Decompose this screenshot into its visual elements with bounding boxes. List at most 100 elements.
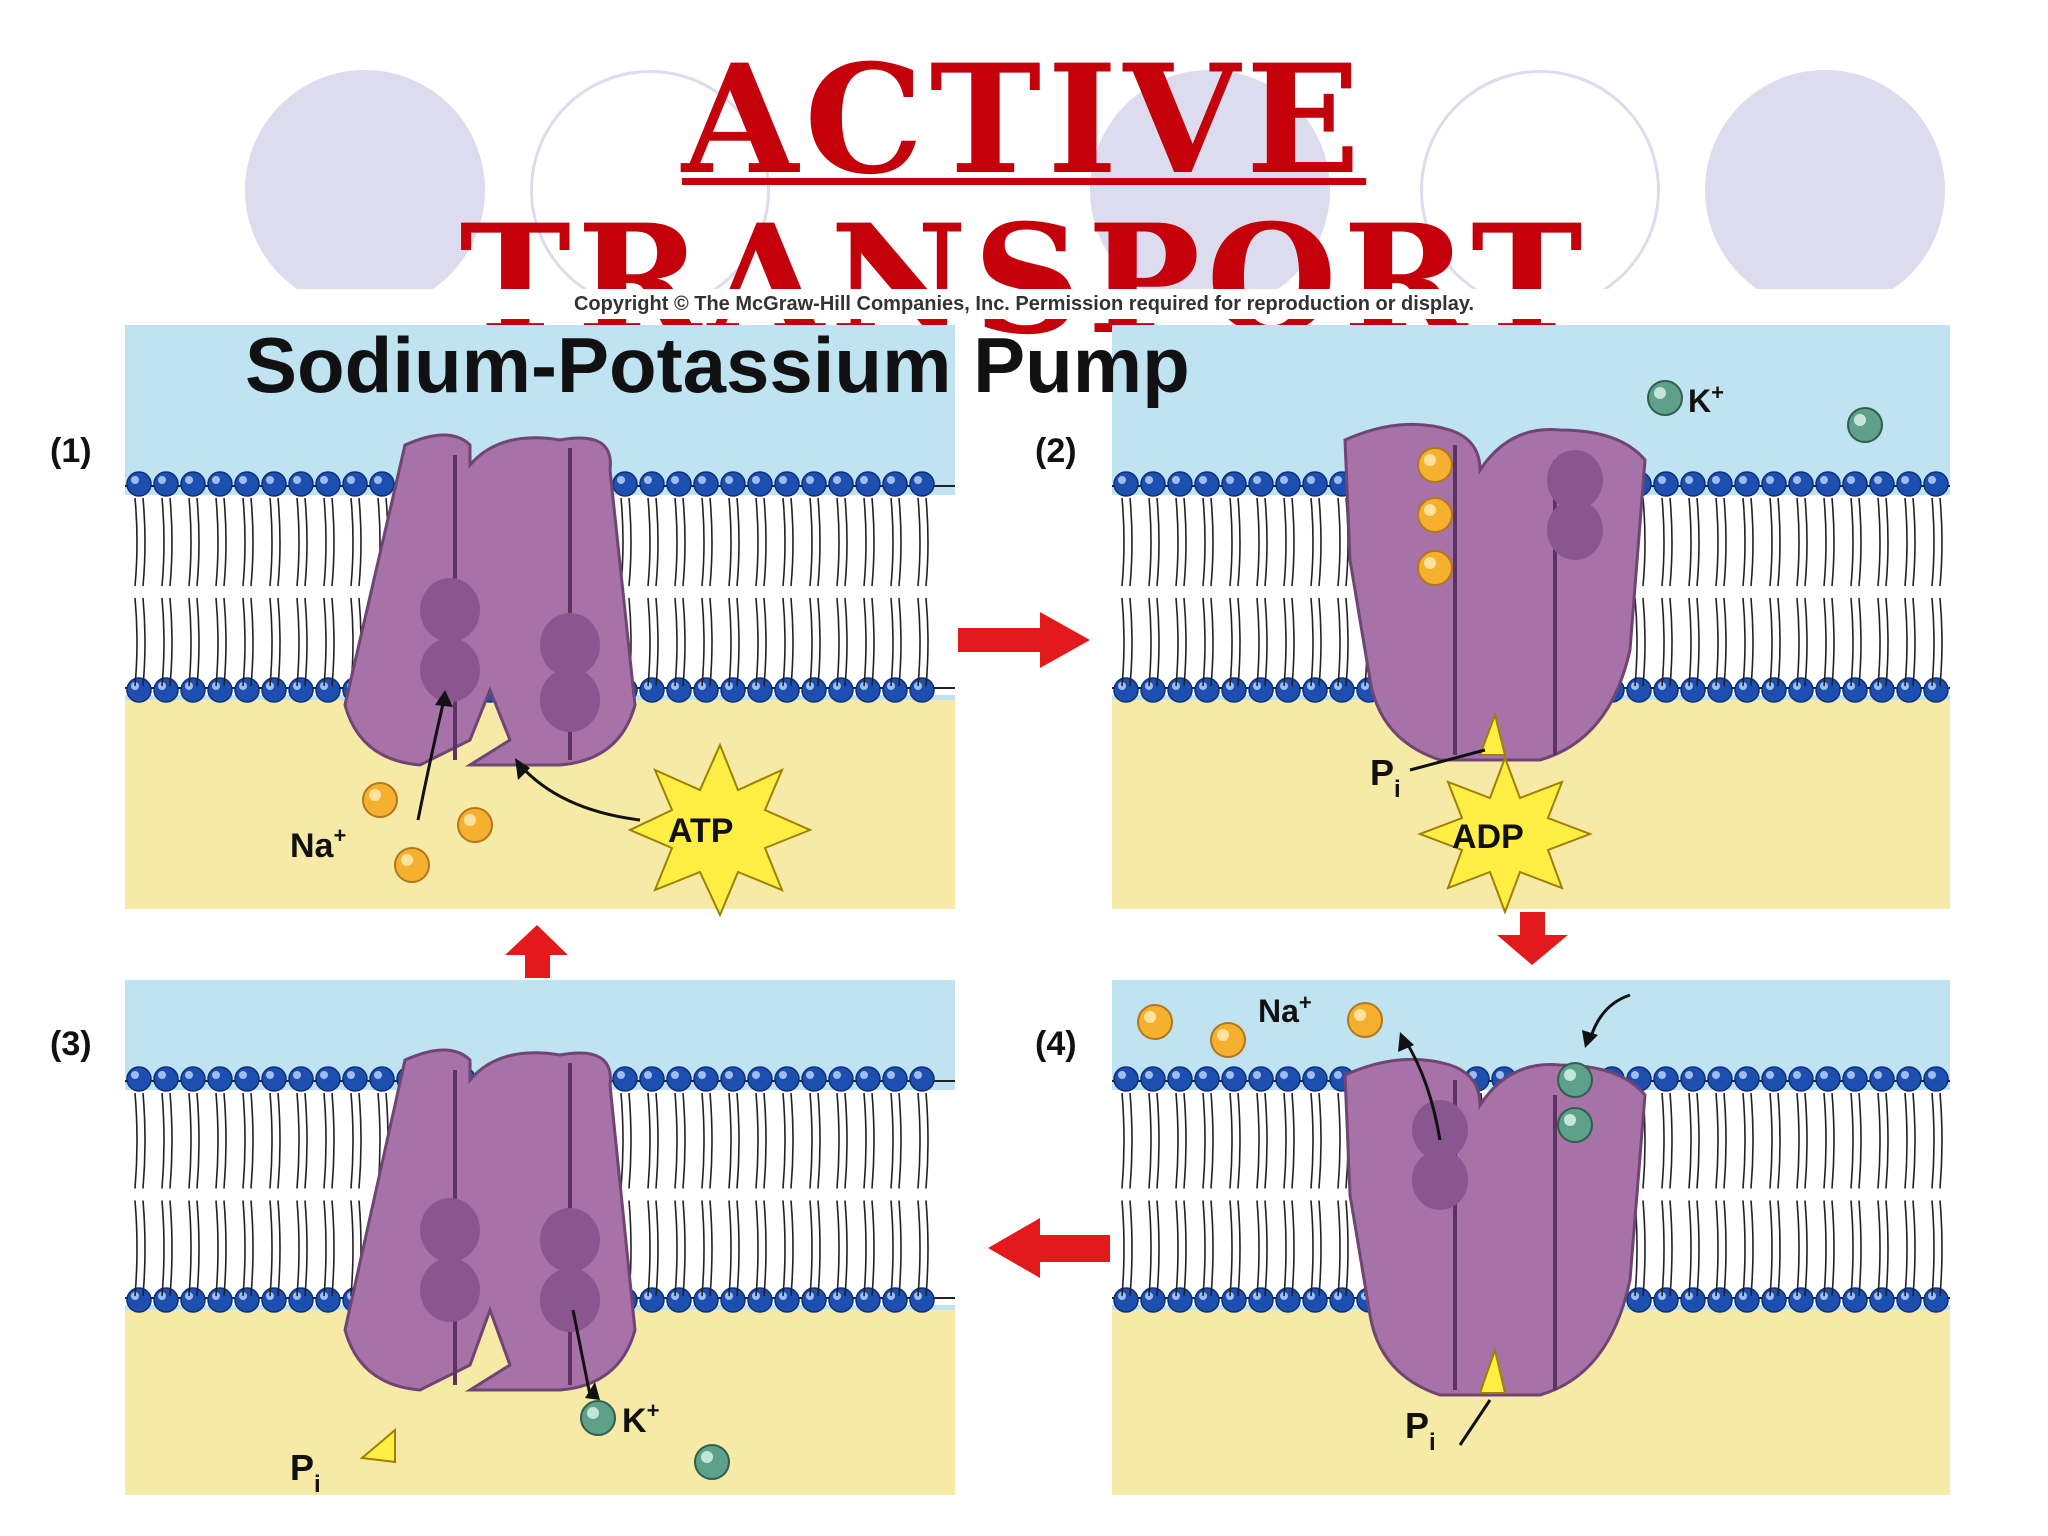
phospholipid-tail bbox=[1183, 1092, 1187, 1189]
phospholipid-head bbox=[720, 471, 746, 497]
phospholipid-tail bbox=[1318, 1092, 1322, 1189]
phospholipid-tail bbox=[1823, 1092, 1827, 1189]
phospholipid-tail bbox=[1696, 497, 1700, 587]
phospholipid-tail bbox=[1750, 1092, 1754, 1189]
phospholipid-tail bbox=[1769, 497, 1773, 587]
phospholipid-head bbox=[1302, 677, 1328, 703]
phospholipid-tail bbox=[809, 497, 813, 587]
phospholipid-tail bbox=[1661, 497, 1665, 587]
phospholipid-tail bbox=[890, 497, 894, 587]
phospholipid-head bbox=[828, 677, 854, 703]
phospholipid-tail bbox=[1202, 497, 1206, 587]
phospholipid-head bbox=[1329, 1287, 1355, 1313]
phospholipid-head bbox=[1113, 1287, 1139, 1313]
phospholipid-head bbox=[126, 677, 152, 703]
phospholipid-head-highlight bbox=[1334, 1071, 1342, 1079]
phospholipid-head-highlight bbox=[1901, 1071, 1909, 1079]
phospholipid-tail bbox=[701, 597, 705, 687]
phospholipid-tail bbox=[863, 1200, 867, 1297]
phospholipid-head bbox=[315, 1287, 341, 1313]
phospholipid-head bbox=[126, 1287, 152, 1313]
phospholipid-tail bbox=[1291, 497, 1295, 587]
phospholipid-tail bbox=[782, 497, 786, 587]
phospholipid-tail bbox=[817, 1200, 821, 1297]
phospholipid-tail bbox=[682, 1092, 686, 1189]
phospholipid-tail bbox=[277, 1200, 281, 1297]
phospholipid-tail bbox=[1750, 497, 1754, 587]
phospholipid-tail bbox=[925, 1092, 929, 1189]
phospholipid-head bbox=[747, 677, 773, 703]
phospholipid-tail bbox=[134, 497, 138, 587]
phospholipid-tail bbox=[296, 597, 300, 687]
panel-number-3: (3) bbox=[50, 1025, 92, 1063]
phospholipid-tail bbox=[134, 1092, 138, 1189]
atp-burst bbox=[627, 742, 813, 918]
phospholipid-head bbox=[1248, 1287, 1274, 1313]
phospholipid-tail bbox=[1931, 497, 1935, 587]
phospholipid-head-highlight bbox=[1334, 476, 1342, 484]
phospholipid-tail bbox=[1939, 1200, 1943, 1297]
phospholipid-tail bbox=[1669, 497, 1673, 587]
phospholipid-head bbox=[207, 1287, 233, 1313]
phospholipid-tail bbox=[269, 1092, 273, 1189]
phospholipid-tail bbox=[1129, 1092, 1133, 1189]
phospholipid-tail bbox=[682, 497, 686, 587]
phospholipid-head bbox=[1923, 1066, 1949, 1092]
phospholipid-tail bbox=[250, 1092, 254, 1189]
phospholipid-tail bbox=[1264, 1200, 1268, 1297]
phospholipid-head bbox=[1788, 1287, 1814, 1313]
phospholipid-tail bbox=[1696, 1092, 1700, 1189]
phospholipid-tail bbox=[809, 1092, 813, 1189]
phospholipid-tail bbox=[304, 597, 308, 687]
phospholipid-head bbox=[1869, 471, 1895, 497]
phospholipid-tail bbox=[250, 1200, 254, 1297]
phospholipid-head bbox=[153, 1287, 179, 1313]
phospholipid-tail bbox=[1148, 1200, 1152, 1297]
phospholipid-tail bbox=[1661, 1200, 1665, 1297]
phospholipid-tail bbox=[728, 497, 732, 587]
phospholipid-head-highlight bbox=[185, 1071, 193, 1079]
phospholipid-tail bbox=[1688, 1200, 1692, 1297]
phospholipid-head bbox=[666, 1287, 692, 1313]
potassium-label: K+ bbox=[1688, 380, 1724, 419]
phospholipid-tail bbox=[304, 1200, 308, 1297]
phospholipid-head bbox=[1275, 471, 1301, 497]
phospholipid-tail bbox=[196, 1092, 200, 1189]
phospholipid-tail bbox=[1237, 1200, 1241, 1297]
phospholipid-tail bbox=[844, 1092, 848, 1189]
phospholipid-head bbox=[909, 471, 935, 497]
phospholipid-tail bbox=[269, 497, 273, 587]
phospholipid-head-highlight bbox=[131, 1071, 139, 1079]
phospholipid-tail bbox=[1877, 1092, 1881, 1189]
phospholipid-tail bbox=[1850, 1092, 1854, 1189]
phospholipid-tail bbox=[142, 1200, 146, 1297]
phospholipid-tail bbox=[1156, 597, 1160, 687]
phospholipid-tail bbox=[925, 597, 929, 687]
phospholipid-head bbox=[1923, 677, 1949, 703]
phospholipid-tail bbox=[323, 1092, 327, 1189]
phospholipid-tail bbox=[1237, 497, 1241, 587]
phospholipid-tail bbox=[728, 1092, 732, 1189]
panel-number-2: (2) bbox=[1035, 432, 1077, 470]
phospholipid-tail bbox=[196, 497, 200, 587]
phospholipid-tail bbox=[1912, 497, 1916, 587]
phospholipid-tail bbox=[1256, 597, 1260, 687]
slide-title-line1: ACTIVE bbox=[681, 32, 1367, 208]
phospholipid-head bbox=[774, 471, 800, 497]
phospholipid-head bbox=[1302, 471, 1328, 497]
phospholipid-head-highlight bbox=[752, 1071, 760, 1079]
phospholipid-head bbox=[1653, 677, 1679, 703]
phospholipid-tail bbox=[1831, 497, 1835, 587]
phospholipid-tail bbox=[898, 597, 902, 687]
phospholipid-tail bbox=[196, 1200, 200, 1297]
phospholipid-head bbox=[234, 1066, 260, 1092]
phospholipid-tail bbox=[701, 497, 705, 587]
phospholipid-head bbox=[1167, 1066, 1193, 1092]
phospholipid-tail bbox=[1885, 1200, 1889, 1297]
phospholipid-tail bbox=[844, 497, 848, 587]
phospholipid-head bbox=[315, 471, 341, 497]
phospholipid-tail bbox=[323, 597, 327, 687]
phospholipid-head bbox=[801, 471, 827, 497]
adp-burst bbox=[1417, 755, 1593, 915]
phospholipid-tail bbox=[1715, 1092, 1719, 1189]
